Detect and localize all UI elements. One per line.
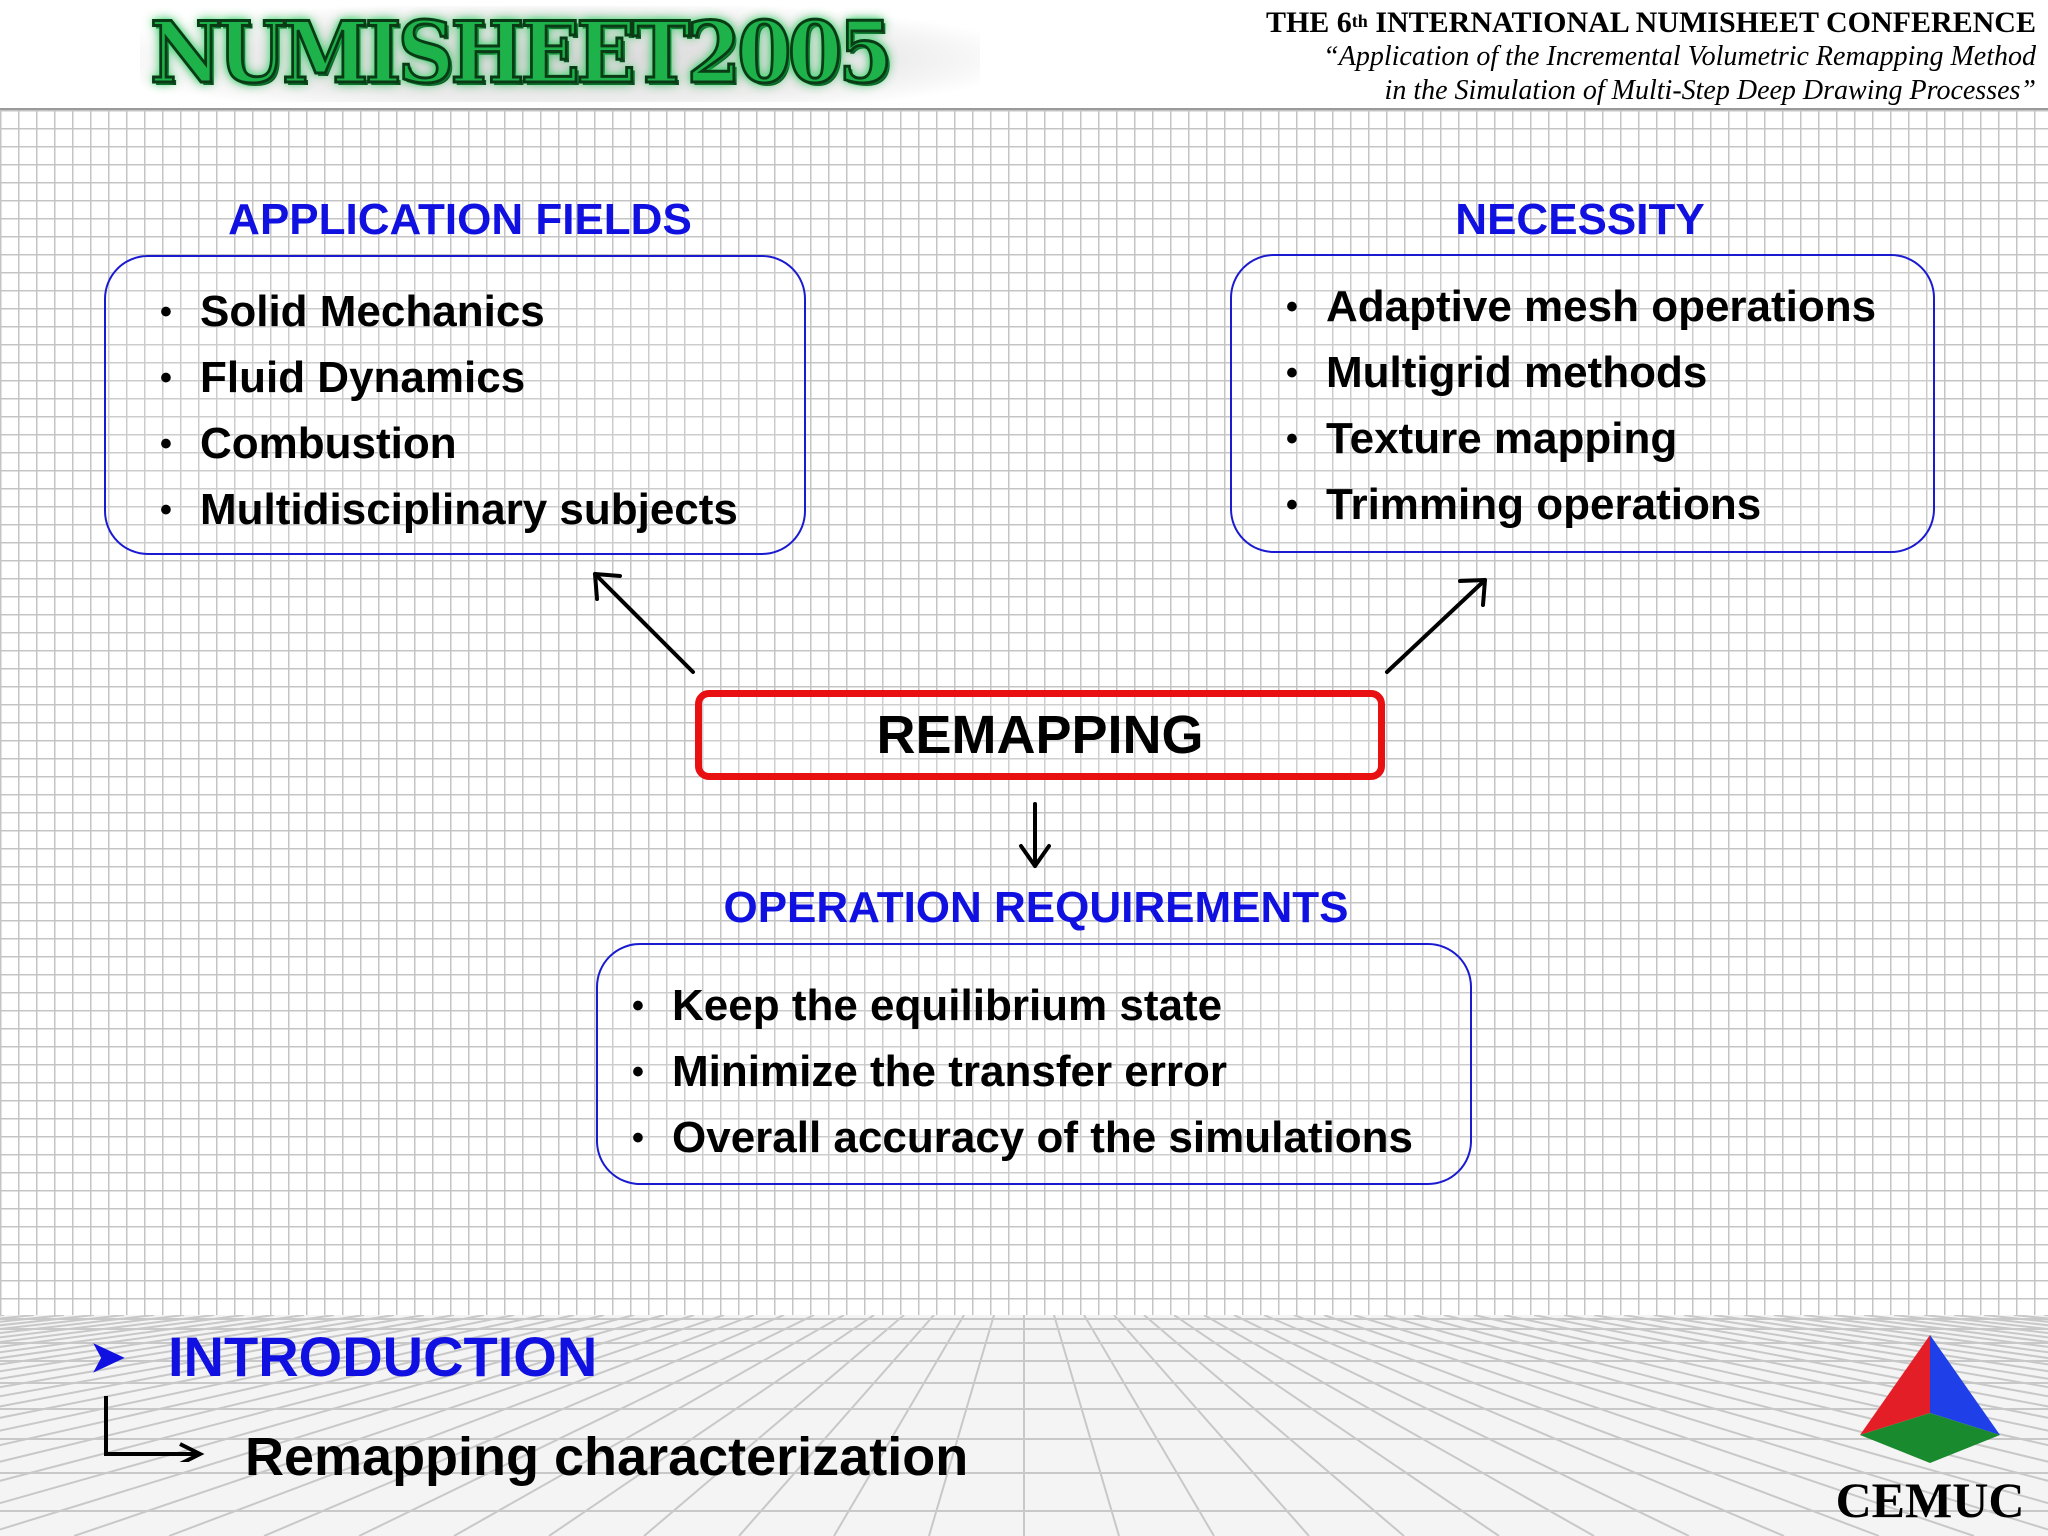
operation-requirements-title: OPERATION REQUIREMENTS [723, 883, 1349, 932]
arrowhead-bullet-icon: ➤ [90, 1333, 126, 1380]
perspective-floor [0, 1315, 2048, 1536]
conference-name: THE 6th INTERNATIONAL NUMISHEET CONFEREN… [1265, 6, 2036, 39]
list-item: Multigrid methods [1280, 340, 1933, 406]
list-item: Minimize the transfer error [626, 1039, 1470, 1105]
subsection-title: Remapping characterization [245, 1427, 969, 1487]
cemuc-name: CEMUC [1835, 1472, 2025, 1528]
paper-title-line1: “Application of the Incremental Volumetr… [1323, 41, 2036, 72]
cemuc-triangle-logo [1860, 1335, 2000, 1463]
necessity-title: NECESSITY [1455, 195, 1705, 244]
list-item: Solid Mechanics [154, 279, 804, 345]
operation-requirements-list: Keep the equilibrium state Minimize the … [626, 973, 1470, 1171]
necessity-box: Adaptive mesh operations Multigrid metho… [1230, 254, 1935, 553]
list-item: Combustion [154, 411, 804, 477]
list-item: Overall accuracy of the simulations [626, 1105, 1470, 1171]
operation-requirements-box: Keep the equilibrium state Minimize the … [596, 943, 1472, 1185]
list-item: Fluid Dynamics [154, 345, 804, 411]
logo-glow [140, 6, 980, 102]
numisheet-logo: NUMISHEET2005 [149, 3, 895, 102]
necessity-list: Adaptive mesh operations Multigrid metho… [1280, 274, 1933, 538]
list-item: Adaptive mesh operations [1280, 274, 1933, 340]
slide-header: NUMISHEET2005 THE 6th INTERNATIONAL NUMI… [0, 0, 2048, 110]
paper-title-line2: in the Simulation of Multi-Step Deep Dra… [1384, 75, 2036, 106]
application-fields-title: APPLICATION FIELDS [228, 195, 692, 244]
list-item: Keep the equilibrium state [626, 973, 1470, 1039]
conference-info: THE 6th INTERNATIONAL NUMISHEET CONFEREN… [1036, 6, 2036, 108]
list-item: Texture mapping [1280, 406, 1933, 472]
remapping-node: REMAPPING [695, 690, 1385, 780]
list-item: Multidisciplinary subjects [154, 477, 804, 543]
section-title: ➤INTRODUCTION [90, 1322, 597, 1392]
application-fields-box: Solid Mechanics Fluid Dynamics Combustio… [104, 255, 806, 555]
list-item: Trimming operations [1280, 472, 1933, 538]
floor-grid-lines [0, 1315, 2048, 1536]
elbow-arrow-icon [104, 1396, 205, 1462]
application-fields-list: Solid Mechanics Fluid Dynamics Combustio… [154, 279, 804, 543]
